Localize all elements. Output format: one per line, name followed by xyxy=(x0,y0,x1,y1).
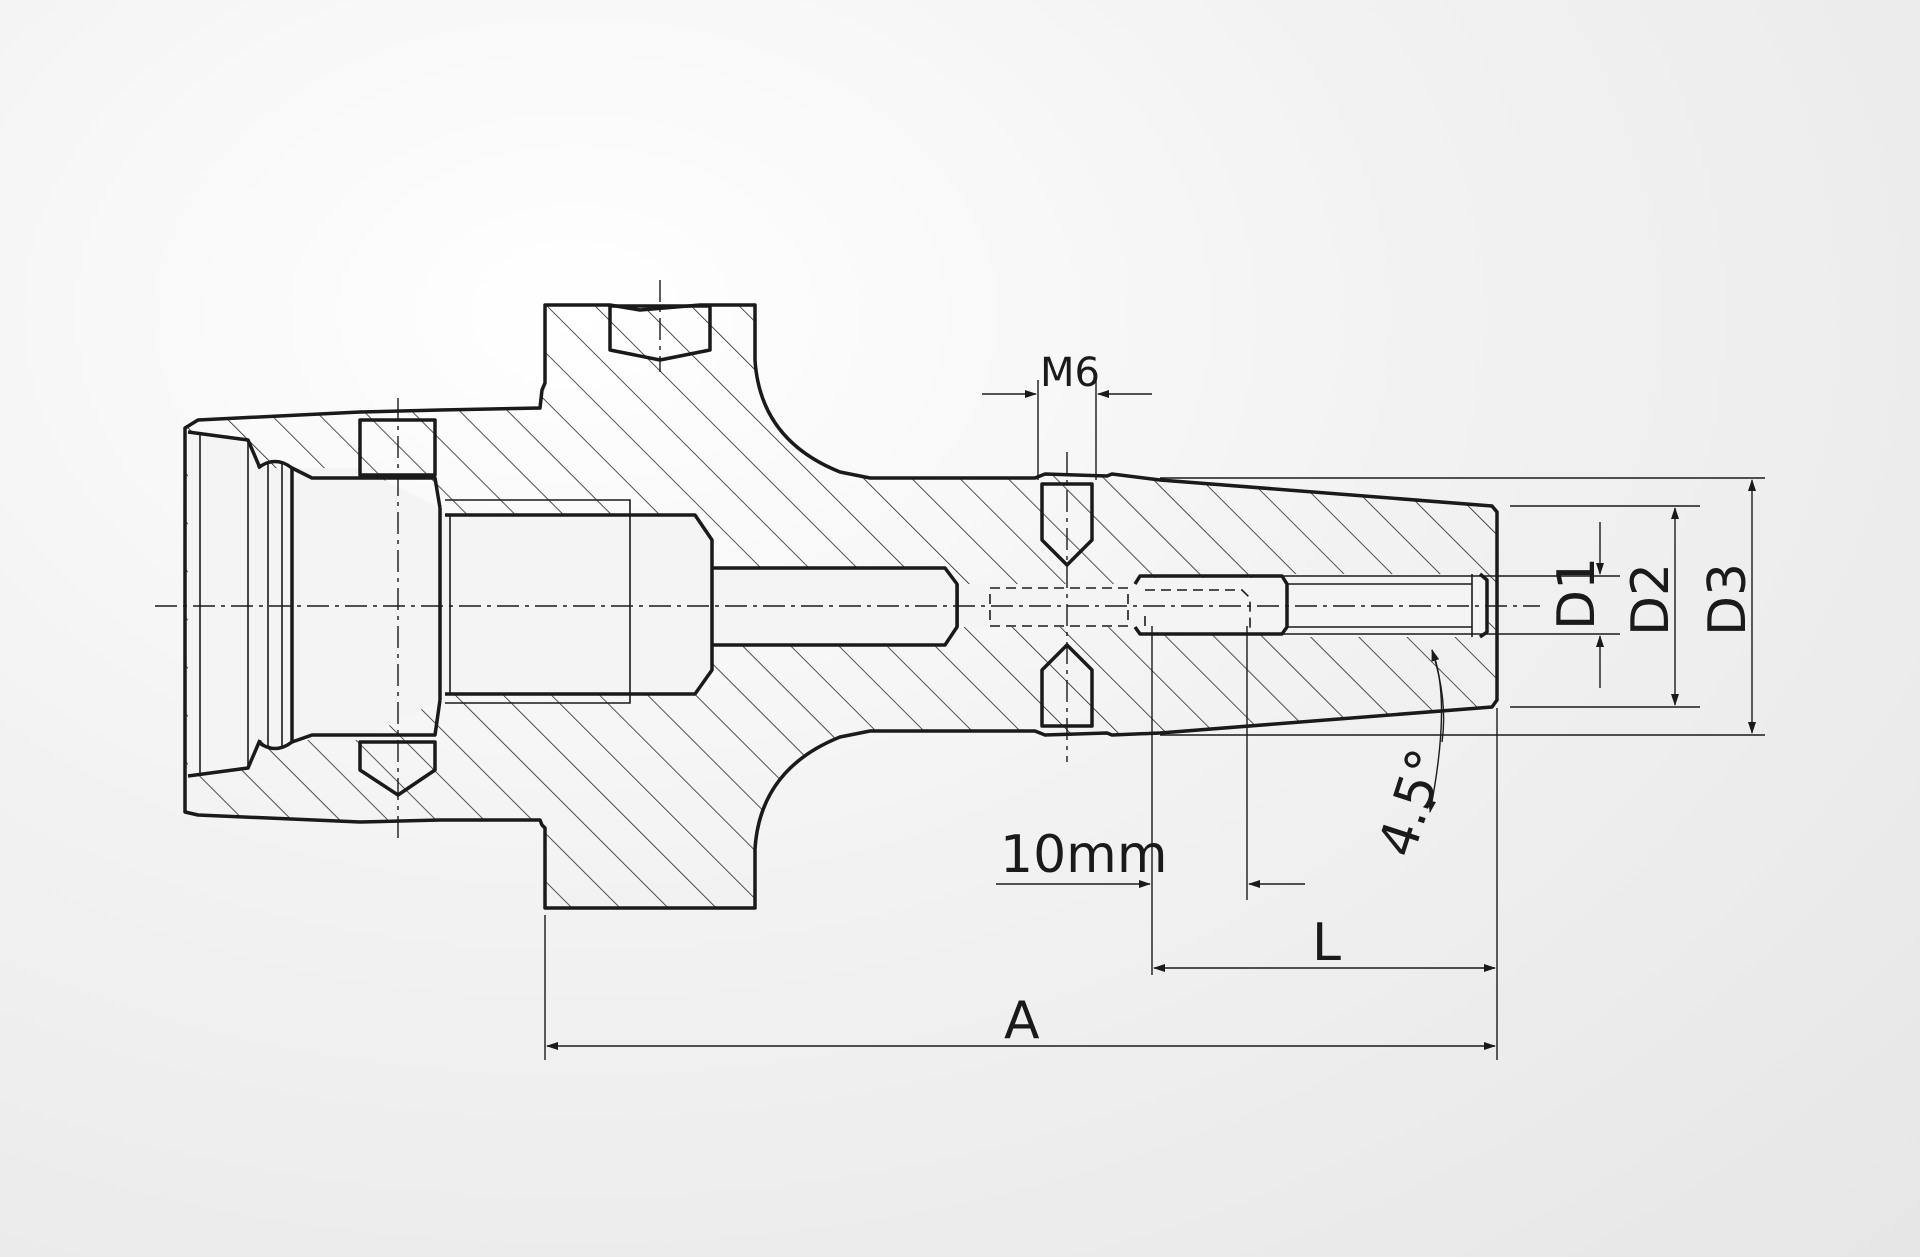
dim-depth: 10mm xyxy=(996,626,1305,975)
radial-holes xyxy=(358,304,1094,797)
dim-a: A xyxy=(544,915,1496,1060)
length-a-label: A xyxy=(1004,991,1040,1051)
center-lines xyxy=(155,280,1540,842)
thread-label: M6 xyxy=(1040,350,1100,396)
dia-2-label: D2 xyxy=(1621,563,1681,636)
angle-label: 4.5° xyxy=(1367,742,1458,864)
dia-1-label: D1 xyxy=(1547,557,1607,630)
dim-diameters: D1 D2 D3 xyxy=(1160,477,1765,736)
dia-3-label: D3 xyxy=(1698,563,1758,636)
thread-hidden-lines xyxy=(989,587,1251,630)
depth-label: 10mm xyxy=(1000,825,1167,885)
length-l-label: L xyxy=(1312,913,1341,973)
dim-m6: M6 xyxy=(982,350,1152,480)
dim-l: L xyxy=(1153,708,1498,1060)
